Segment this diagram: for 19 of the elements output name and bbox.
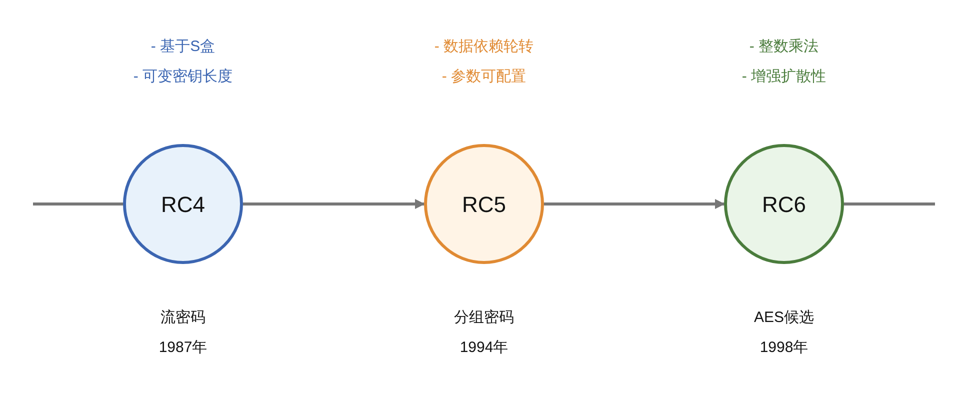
year-label: 1987年 [158, 338, 208, 358]
feature-note: - 参数可配置 [442, 67, 526, 87]
cipher-type-label: 分组密码 [454, 308, 514, 328]
algorithm-name: RC6 [762, 190, 806, 218]
algorithm-name: RC4 [160, 190, 205, 218]
year-label: 1994年 [460, 338, 508, 358]
feature-note: - 基于S盒 [150, 37, 216, 57]
arrow [544, 199, 725, 209]
connector-line [844, 202, 935, 206]
arrow [243, 199, 425, 209]
year-label: 1998年 [760, 338, 808, 358]
algorithm-name: RC5 [462, 190, 506, 218]
cipher-type-label: 流密码 [160, 308, 206, 328]
cipher-type-label: AES候选 [754, 308, 814, 328]
connector-line [33, 202, 123, 206]
feature-note: - 整数乘法 [749, 37, 819, 57]
feature-note: - 数据依赖轮转 [434, 37, 534, 57]
feature-note: - 可变密钥长度 [133, 67, 233, 87]
feature-note: - 增强扩散性 [742, 67, 826, 87]
